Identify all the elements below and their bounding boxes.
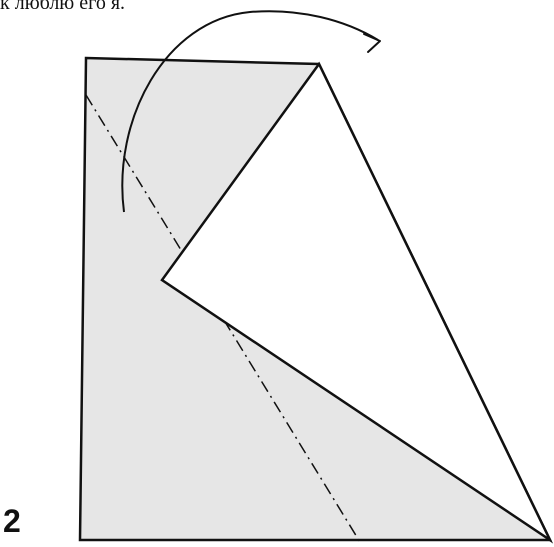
folded-flap bbox=[160, 61, 554, 544]
step-number: 2 bbox=[3, 503, 21, 539]
caption-text: к люблю его я. bbox=[0, 0, 126, 14]
curved-arrow-icon bbox=[121, 10, 381, 213]
fold-guide-line bbox=[85, 94, 361, 543]
